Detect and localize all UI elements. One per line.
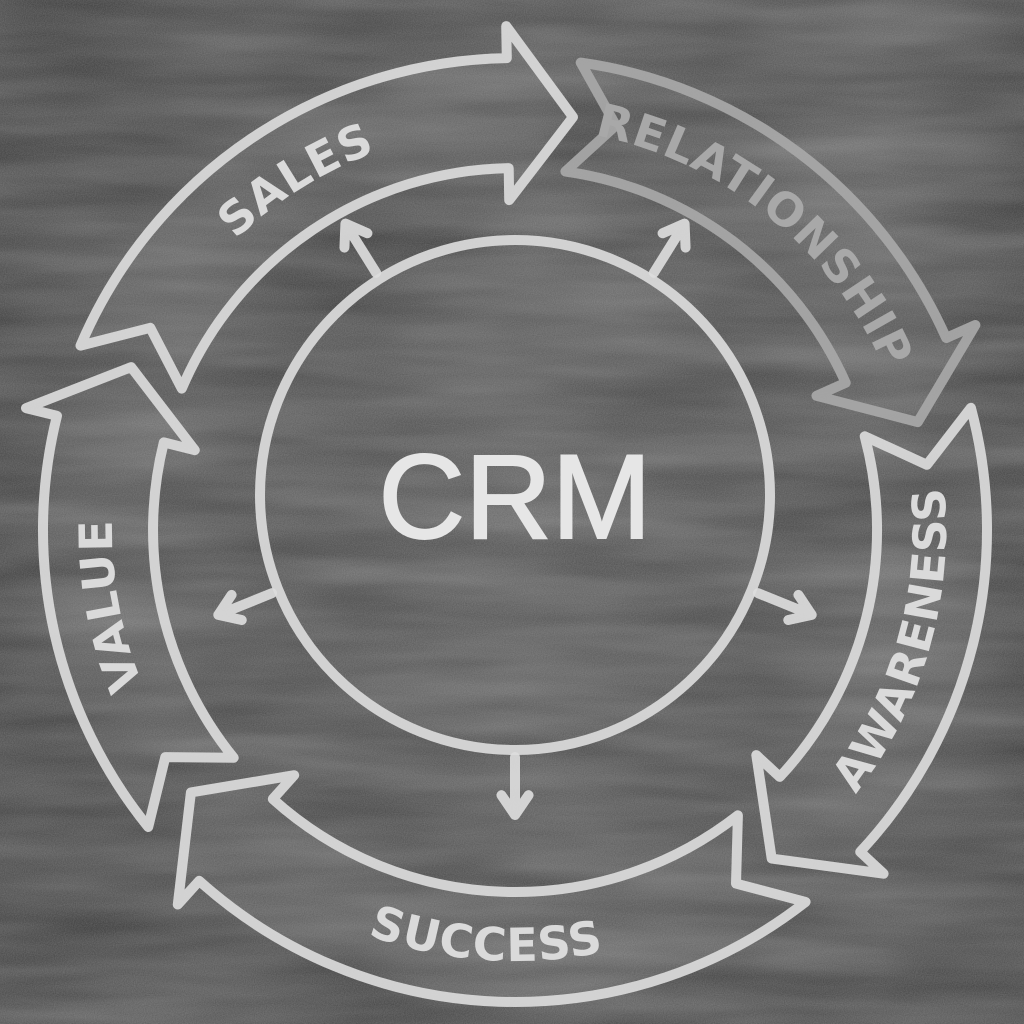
- crm-hub: CRM: [255, 235, 775, 755]
- arrow-up-left-icon: [339, 218, 382, 278]
- cycle-arrow-relationship: [560, 57, 981, 428]
- arrow-left-icon: [213, 588, 278, 626]
- outward-arrows: [213, 218, 817, 820]
- arrow-up-right-icon: [648, 218, 691, 278]
- cycle-arrow-success: [172, 770, 811, 1007]
- cycle-arrow-value: [21, 362, 239, 832]
- arrow-down-icon: [496, 752, 534, 820]
- arrow-right-icon: [752, 588, 817, 626]
- cycle-arrow-sales: [75, 21, 578, 394]
- crm-label: CRM: [378, 430, 651, 564]
- cycle-arrow-awareness: [751, 402, 992, 879]
- crm-circle: [255, 235, 775, 755]
